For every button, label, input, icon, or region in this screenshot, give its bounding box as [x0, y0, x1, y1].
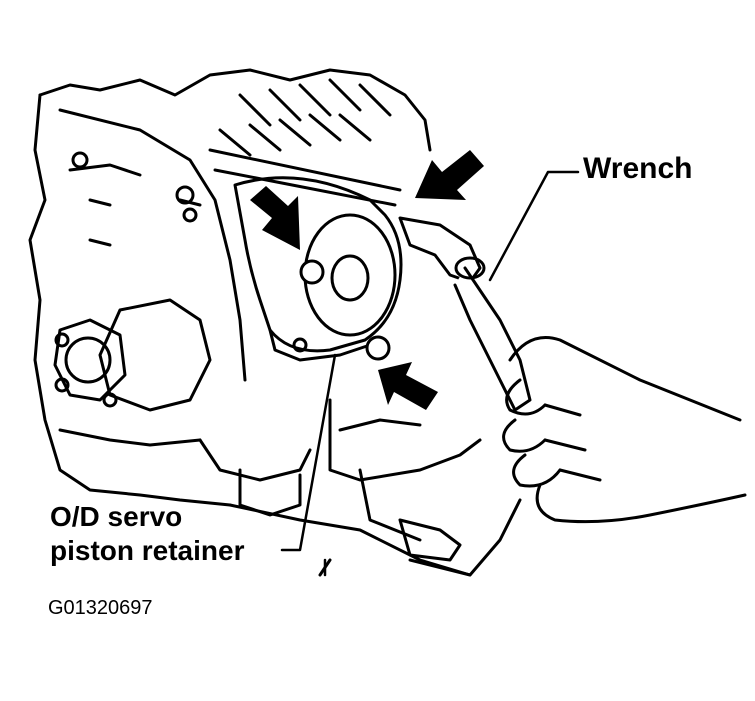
arrow-top	[415, 150, 484, 200]
figure-id: G01320697	[48, 597, 153, 619]
wrench	[398, 216, 532, 412]
arrows	[250, 150, 484, 410]
servo-leader	[280, 353, 337, 552]
arrow-left	[250, 186, 300, 250]
case-fins	[208, 78, 402, 207]
wrench-label: Wrench	[583, 152, 693, 185]
wrench-leader	[488, 170, 580, 282]
hand	[502, 336, 747, 524]
servo-label-line1: O/D servo	[50, 501, 183, 532]
servo-piston-retainer	[233, 176, 403, 362]
arrow-bottom	[378, 362, 438, 410]
servo-label-line2: piston retainer	[50, 535, 245, 566]
leader-lines	[280, 170, 580, 577]
transmission-case	[28, 68, 522, 577]
